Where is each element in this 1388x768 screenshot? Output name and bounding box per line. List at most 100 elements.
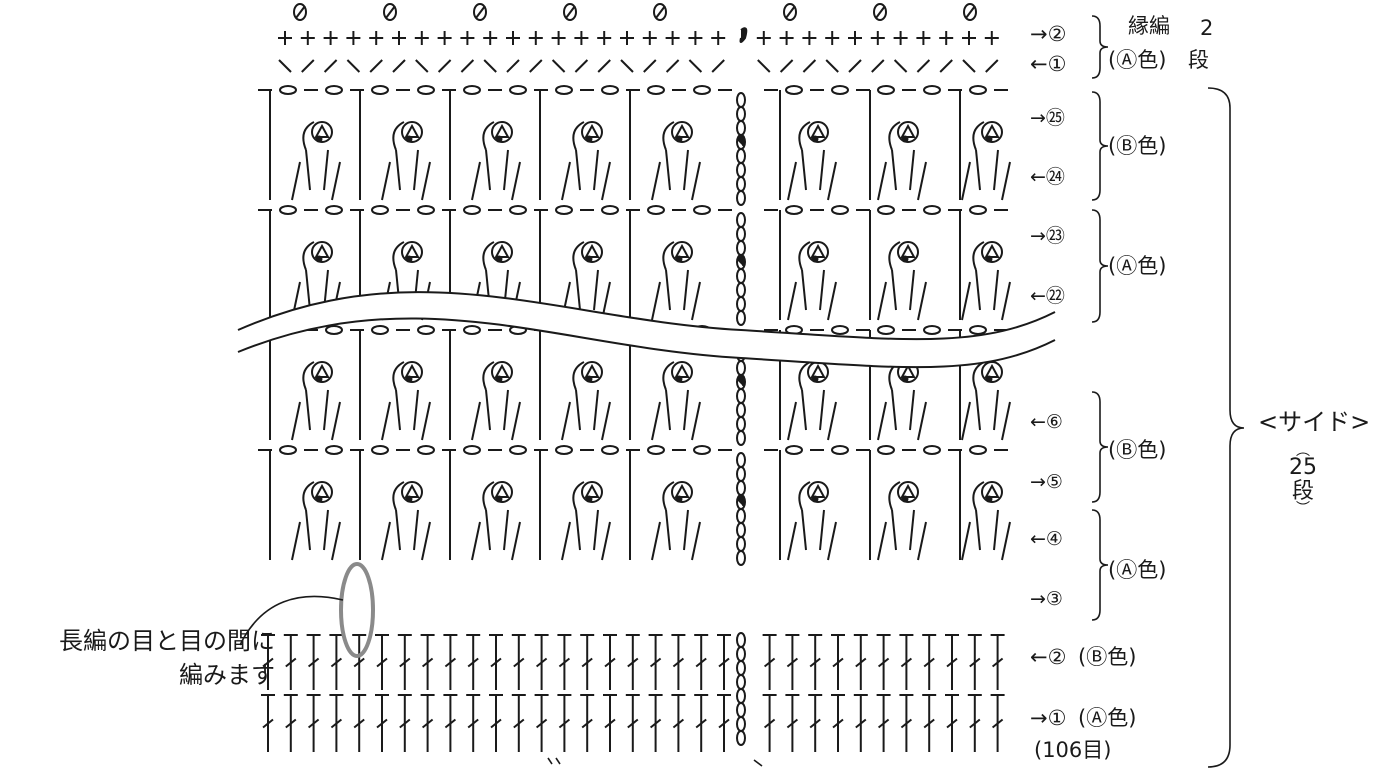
- chain-stitch-symbol: [924, 206, 940, 214]
- picot-symbol: [784, 4, 796, 20]
- chain-stitch-symbol: [648, 86, 664, 94]
- picot-symbol: [654, 4, 666, 20]
- single-crochet-symbol: [803, 60, 815, 72]
- popcorn-stitch-symbol: [312, 362, 332, 382]
- row-label-border-2: →②: [1030, 22, 1066, 46]
- single-crochet-symbol: [598, 60, 610, 72]
- popcorn-stitch-symbol: [492, 482, 512, 502]
- popcorn-stitch-symbol: [492, 122, 512, 142]
- chain-stitch-symbol: [924, 86, 940, 94]
- chain-stitch-symbol: [418, 86, 434, 94]
- single-crochet-symbol: [530, 60, 542, 72]
- chain-stitch-symbol: [924, 326, 940, 334]
- chain-stitch-symbol: [326, 326, 342, 334]
- chain-stitch-symbol: [280, 446, 296, 454]
- picot-symbol: [964, 4, 976, 20]
- single-crochet-symbol: [416, 60, 428, 72]
- popcorn-stitch-symbol: [402, 122, 422, 142]
- chain-stitch-symbol: [464, 446, 480, 454]
- single-crochet-symbol: [393, 60, 405, 72]
- note-line-2: 編みます: [0, 658, 275, 692]
- popcorn-stitch-symbol: [982, 362, 1002, 382]
- popcorn-stitch-symbol: [312, 482, 332, 502]
- popcorn-stitch-symbol: [582, 122, 602, 142]
- chain-stitch-symbol: [924, 446, 940, 454]
- single-crochet-symbol: [895, 60, 907, 72]
- popcorn-stitch-symbol: [808, 242, 828, 262]
- popcorn-stitch-symbol: [672, 122, 692, 142]
- highlight-ellipse: [341, 564, 373, 656]
- row-label-25: →㉕: [1030, 106, 1065, 130]
- picot-symbol: [564, 4, 576, 20]
- popcorn-stitch-symbol: [672, 242, 692, 262]
- single-crochet-symbol: [963, 60, 975, 72]
- popcorn-stitch-symbol: [898, 482, 918, 502]
- popcorn-stitch-symbol: [898, 122, 918, 142]
- single-crochet-symbol: [917, 60, 929, 72]
- single-crochet-symbol: [872, 60, 884, 72]
- row-label-22: ←㉒: [1030, 284, 1065, 308]
- chain-stitch-symbol: [280, 206, 296, 214]
- row-label-6: ←⑥: [1030, 410, 1063, 434]
- popcorn-stitch-symbol: [582, 242, 602, 262]
- popcorn-stitch-symbol: [402, 242, 422, 262]
- border-color: (Ⓐ色): [1108, 48, 1166, 72]
- chain-stitch-symbol: [602, 446, 618, 454]
- group-color-a-bottom: (Ⓐ色): [1108, 558, 1166, 582]
- chain-stitch-symbol: [464, 206, 480, 214]
- chain-stitch-symbol: [418, 326, 434, 334]
- popcorn-stitch-symbol: [492, 242, 512, 262]
- side-label: <サイド>: [1258, 410, 1370, 434]
- popcorn-stitch-symbol: [402, 482, 422, 502]
- chain-stitch-symbol: [878, 326, 894, 334]
- chain-stitch-symbol: [694, 206, 710, 214]
- single-crochet-symbol: [667, 60, 679, 72]
- chain-stitch-symbol: [786, 206, 802, 214]
- single-crochet-symbol: [484, 60, 496, 72]
- chain-stitch-symbol: [694, 446, 710, 454]
- chain-stitch-symbol: [878, 86, 894, 94]
- popcorn-stitch-symbol: [808, 362, 828, 382]
- chain-stitch-symbol: [648, 206, 664, 214]
- chain-stitch-symbol: [556, 86, 572, 94]
- chain-stitch-symbol: [832, 86, 848, 94]
- row-label-4: ←④: [1030, 527, 1063, 551]
- chain-stitch-symbol: [648, 446, 664, 454]
- single-crochet-symbol: [279, 60, 291, 72]
- picot-symbol: [294, 4, 306, 20]
- chain-stitch-symbol: [464, 326, 480, 334]
- single-crochet-symbol: [689, 60, 701, 72]
- side-count: ︵ 25 段 ︶: [1288, 446, 1318, 514]
- chain-stitch-symbol: [372, 326, 388, 334]
- popcorn-stitch-symbol: [582, 482, 602, 502]
- chain-stitch-symbol: [372, 206, 388, 214]
- chain-stitch-symbol: [280, 86, 296, 94]
- single-crochet-symbol: [370, 60, 382, 72]
- row-label-3: →③: [1030, 587, 1063, 611]
- border-count-digit: 2: [1200, 16, 1213, 40]
- group-color-b-bottom: (Ⓑ色): [1108, 438, 1166, 462]
- row-label-24: ←㉔: [1030, 165, 1065, 189]
- row-1-color: (Ⓐ色): [1078, 706, 1136, 730]
- stitch-count: (106目): [1034, 738, 1111, 762]
- chain-stitch-symbol: [832, 446, 848, 454]
- single-crochet-symbol: [826, 60, 838, 72]
- chain-stitch-symbol: [372, 86, 388, 94]
- chain-stitch-symbol: [602, 86, 618, 94]
- single-crochet-symbol: [781, 60, 793, 72]
- popcorn-stitch-symbol: [898, 242, 918, 262]
- border-count-unit: 段: [1188, 48, 1209, 72]
- popcorn-stitch-symbol: [492, 362, 512, 382]
- chain-stitch-symbol: [418, 206, 434, 214]
- chain-stitch-symbol: [694, 86, 710, 94]
- chain-stitch-symbol: [510, 206, 526, 214]
- popcorn-stitch-symbol: [672, 482, 692, 502]
- popcorn-stitch-symbol: [312, 122, 332, 142]
- group-color-b-top: (Ⓑ色): [1108, 134, 1166, 158]
- picot-symbol: [474, 4, 486, 20]
- popcorn-stitch-symbol: [672, 362, 692, 382]
- single-crochet-symbol: [644, 60, 656, 72]
- chain-stitch-symbol: [786, 86, 802, 94]
- chain-stitch-symbol: [326, 206, 342, 214]
- chain-stitch-symbol: [970, 86, 986, 94]
